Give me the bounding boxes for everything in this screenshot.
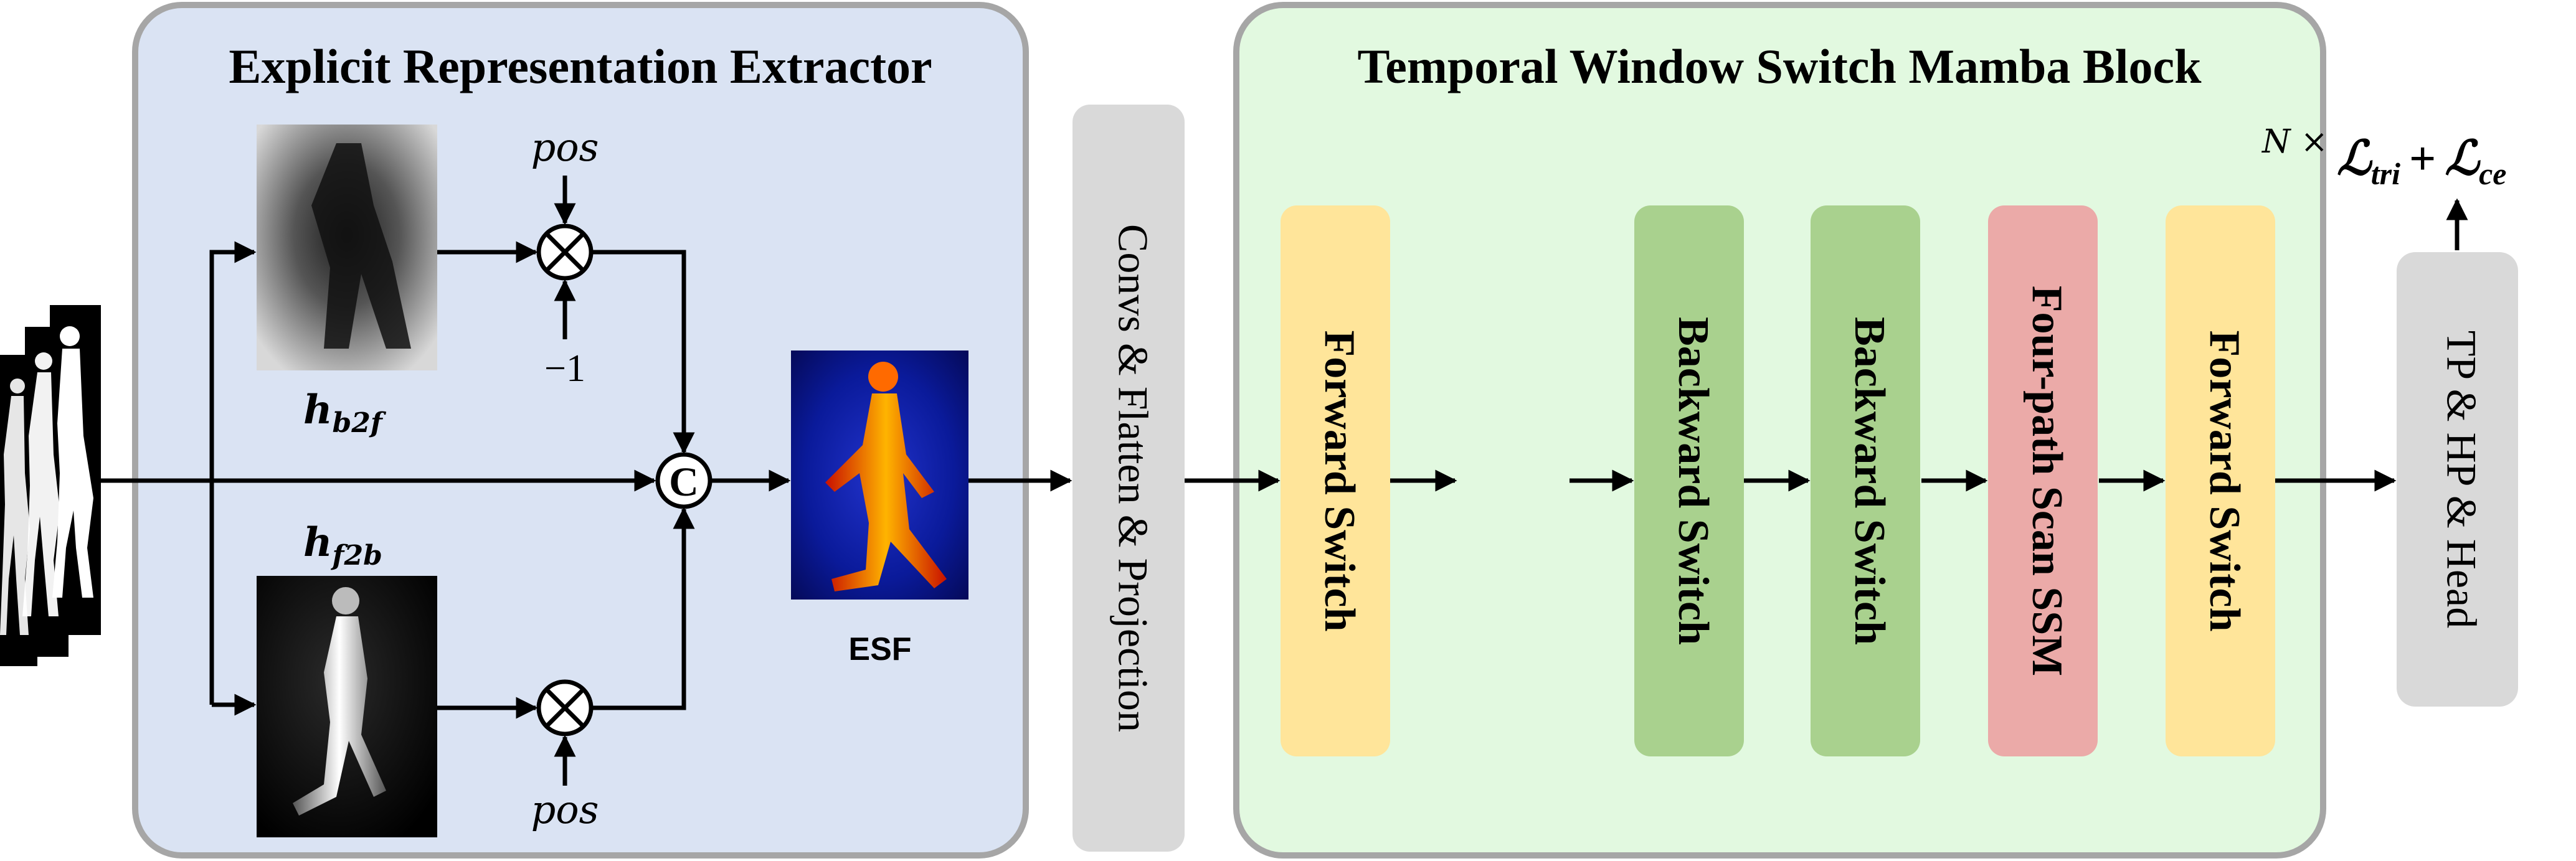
loss-formula: ℒtri+ℒce xyxy=(2337,133,2506,191)
block-label-backward-switch-3: Backward Switch xyxy=(1845,317,1893,645)
convs-flatten-projection-block xyxy=(1073,105,1185,852)
block-label-four-path-scan-ssm-4: Four-path Scan SSM xyxy=(2023,286,2071,677)
block-backward-switch-3 xyxy=(1811,205,1920,756)
hb2f-label: hb2f xyxy=(303,387,387,439)
pos-label-top: pos xyxy=(531,125,599,170)
mamba-panel xyxy=(1233,2,2326,859)
multiply-operator-top xyxy=(536,223,594,281)
block-label-forward-switch-1: Forward Switch xyxy=(1315,330,1363,631)
input-silhouette-stack xyxy=(0,305,101,666)
block-label-forward-switch-5: Forward Switch xyxy=(2200,330,2248,631)
hb2f-map-image xyxy=(257,125,437,370)
block-label-backward-switch-2: Backward Switch xyxy=(1669,317,1717,645)
hf2b-map-image xyxy=(257,576,437,837)
block-forward-switch-5 xyxy=(2166,205,2275,756)
mamba-title: Temporal Window Switch Mamba Block xyxy=(1357,39,2202,93)
tp-hp-head-block xyxy=(2397,252,2518,707)
concat-operator: C xyxy=(655,452,713,509)
extractor-title: Explicit Representation Extractor xyxy=(229,39,932,93)
minus-one-label: −1 xyxy=(544,347,585,390)
esf-image xyxy=(791,351,968,600)
esf-label: ESF xyxy=(848,631,911,667)
connections xyxy=(100,176,2468,786)
block-forward-switch-1 xyxy=(1281,205,1390,756)
repeat-count: N × xyxy=(2261,123,2328,161)
block-four-path-scan-ssm-4 xyxy=(1988,205,2098,756)
multiply-operator-bottom xyxy=(536,679,594,736)
convs-flatten-projection-label: Convs & Flatten & Projection xyxy=(1109,224,1157,732)
pos-label-bottom: pos xyxy=(531,787,599,832)
tp-hp-head-label: TP & HP & Head xyxy=(2438,331,2485,629)
hf2b-label: hf2b xyxy=(303,519,382,572)
block-backward-switch-2 xyxy=(1634,205,1744,756)
svg-text:C: C xyxy=(669,459,699,505)
